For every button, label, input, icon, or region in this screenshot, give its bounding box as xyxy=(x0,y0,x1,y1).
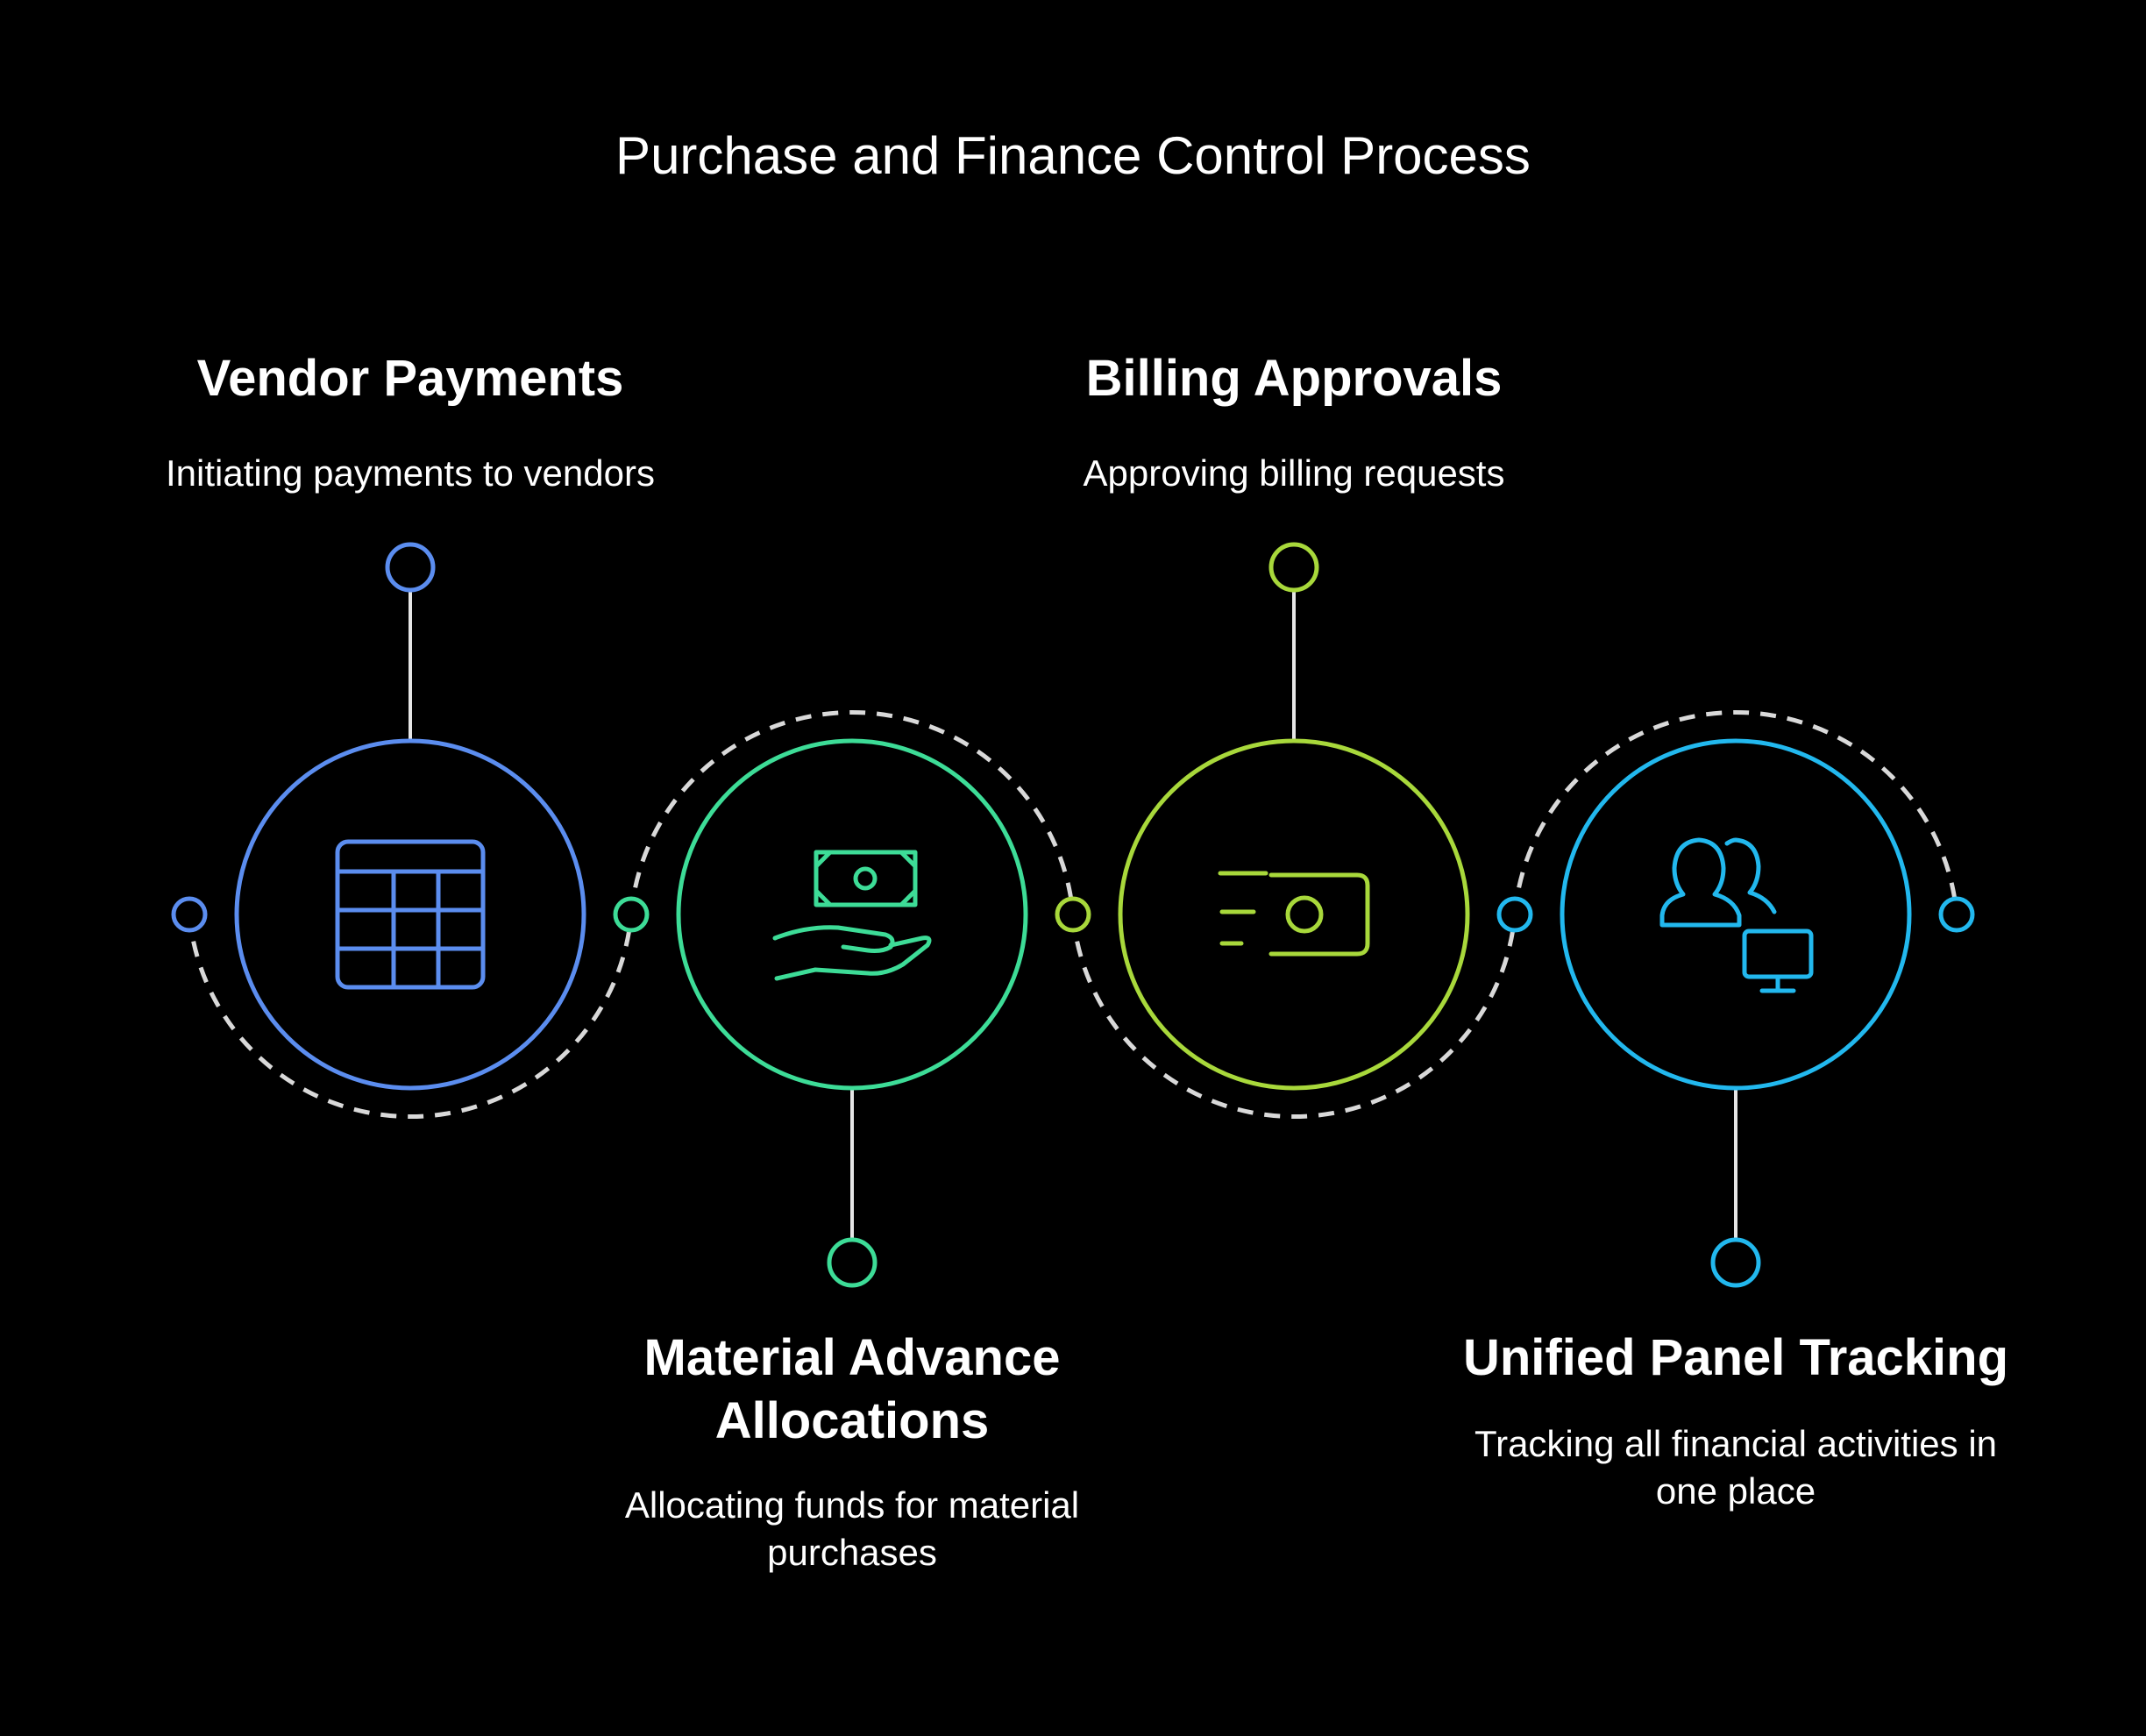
dashed-arc-4 xyxy=(1512,710,1959,915)
step-circle-2 xyxy=(676,738,1028,1091)
junction-node-5 xyxy=(1938,896,1975,933)
step-desc-unified-panel-tracking: Tracking all financial activities in one… xyxy=(1474,1423,1998,1512)
end-node-1 xyxy=(385,542,436,593)
junction-node-1 xyxy=(171,896,208,933)
junction-node-4 xyxy=(1496,896,1533,933)
end-node-2 xyxy=(827,1237,878,1288)
dashed-arc-1 xyxy=(187,914,634,1119)
hand-holding-cash-icon xyxy=(772,850,932,981)
step-circle-4 xyxy=(1560,738,1912,1091)
users-monitor-icon xyxy=(1659,837,1814,993)
end-node-4 xyxy=(1710,1237,1761,1288)
end-node-3 xyxy=(1268,542,1319,593)
step-circle-1 xyxy=(234,738,586,1091)
step-desc-material-advance-allocations: Allocating funds for material purchases xyxy=(624,1484,1080,1573)
step-title-vendor-payments: Vendor Payments xyxy=(196,350,624,407)
fast-payment-card-icon xyxy=(1218,871,1370,957)
page-title: Purchase and Finance Control Process xyxy=(615,126,1531,185)
step-title-unified-panel-tracking: Unified Panel Tracking xyxy=(1462,1329,2009,1386)
table-grid-icon xyxy=(335,839,486,990)
step-title-material-advance-allocations: Material Advance Allocations xyxy=(643,1329,1061,1449)
step-desc-vendor-payments: Initiating payments to vendors xyxy=(166,452,655,494)
dashed-arc-2 xyxy=(629,710,1076,915)
step-circle-3 xyxy=(1118,738,1470,1091)
step-title-billing-approvals: Billing Approvals xyxy=(1085,350,1503,407)
junction-node-2 xyxy=(613,896,650,933)
dashed-arc-3 xyxy=(1070,914,1517,1119)
junction-node-3 xyxy=(1055,896,1091,933)
step-desc-billing-approvals: Approving billing requests xyxy=(1083,452,1505,494)
